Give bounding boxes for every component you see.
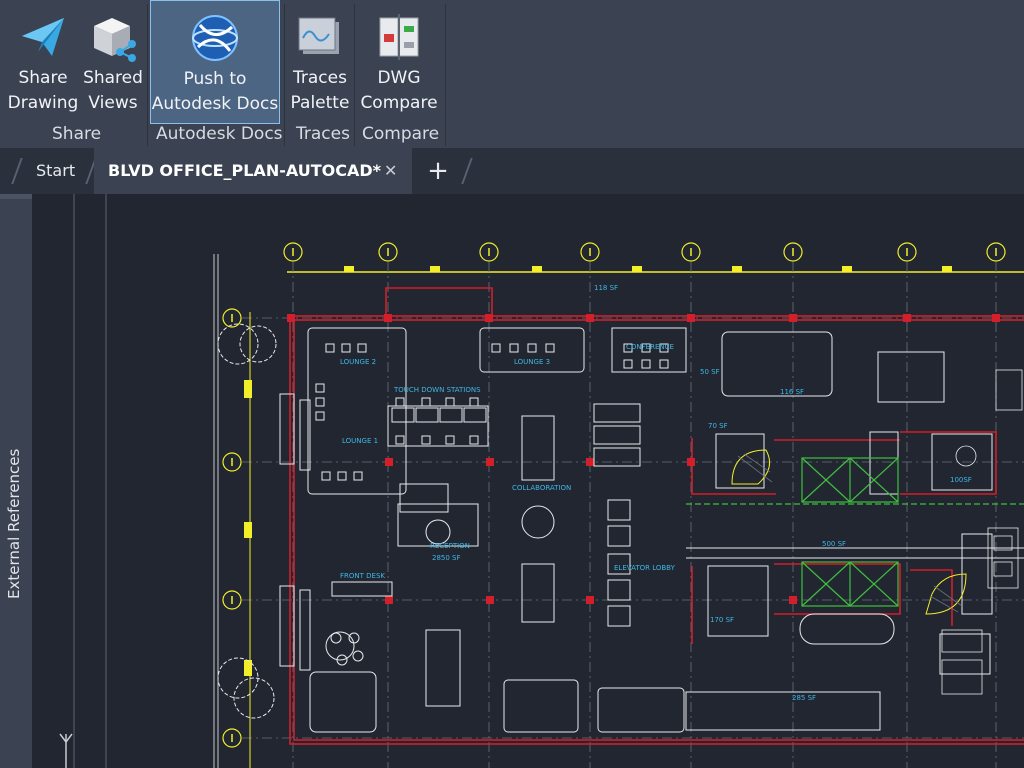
compare-icon <box>379 14 419 60</box>
label-118sf: 118 SF <box>594 284 618 292</box>
panel-separator <box>354 4 355 146</box>
label-100sf: 100SF <box>950 476 972 484</box>
panel-title-autodesk-docs: Autodesk Docs <box>156 124 283 144</box>
panel-title-share: Share <box>52 124 102 144</box>
label-reception: RECEPTION <box>430 542 470 550</box>
close-icon[interactable]: ✕ <box>384 161 398 180</box>
external-references-palette[interactable]: External References <box>0 194 32 768</box>
label-touch-down: TOUCH DOWN STATIONS <box>393 386 481 394</box>
tab-divider <box>11 158 23 184</box>
label-285sf: 285 SF <box>792 694 816 702</box>
label-lounge-1: LOUNGE 1 <box>342 437 378 445</box>
label-170sf: 170 SF <box>710 616 734 624</box>
label-70sf: 70 SF <box>708 422 728 430</box>
external-references-label: External References <box>5 448 23 599</box>
cube-share-icon <box>94 18 136 62</box>
tab-document[interactable]: BLVD OFFICE_PLAN-AUTOCAD* ✕ <box>94 148 412 194</box>
panel-separator <box>445 4 446 146</box>
label-lounge-3: LOUNGE 3 <box>514 358 550 366</box>
panel-title-traces: Traces <box>296 124 350 144</box>
label-50sf: 50 SF <box>700 368 720 376</box>
label-lounge-2: LOUNGE 2 <box>340 358 376 366</box>
floor-plan-drawing: 118 SF LOUNGE 2 LOUNGE 3 CONFERENCE TOUC… <box>59 194 1024 768</box>
label-front-desk: FRONT DESK <box>340 572 385 580</box>
label-reception-sf: 2850 SF <box>432 554 461 562</box>
label-conference: CONFERENCE <box>626 343 674 351</box>
globe-icon <box>192 15 238 61</box>
label-elevator-lobby: ELEVATOR LOBBY <box>614 564 676 572</box>
tab-start[interactable]: Start <box>36 161 76 180</box>
new-tab-button[interactable]: + <box>424 148 452 194</box>
tab-divider <box>461 158 473 184</box>
panel-title-compare: Compare <box>362 124 440 144</box>
paper-plane-icon <box>22 18 64 56</box>
panel-separator <box>284 4 285 146</box>
label-collaboration: COLLABORATION <box>512 484 571 492</box>
traces-icon <box>298 17 339 54</box>
label-116sf: 116 SF <box>780 388 804 396</box>
drawing-canvas[interactable]: 118 SF LOUNGE 2 LOUNGE 3 CONFERENCE TOUC… <box>32 194 1024 768</box>
panel-separator <box>147 4 148 146</box>
label-500sf: 500 SF <box>822 540 846 548</box>
plus-icon: + <box>427 156 449 186</box>
file-tab-bar: Start BLVD OFFICE_PLAN-AUTOCAD* ✕ + <box>0 148 1024 194</box>
tab-document-title: BLVD OFFICE_PLAN-AUTOCAD* <box>108 161 382 180</box>
